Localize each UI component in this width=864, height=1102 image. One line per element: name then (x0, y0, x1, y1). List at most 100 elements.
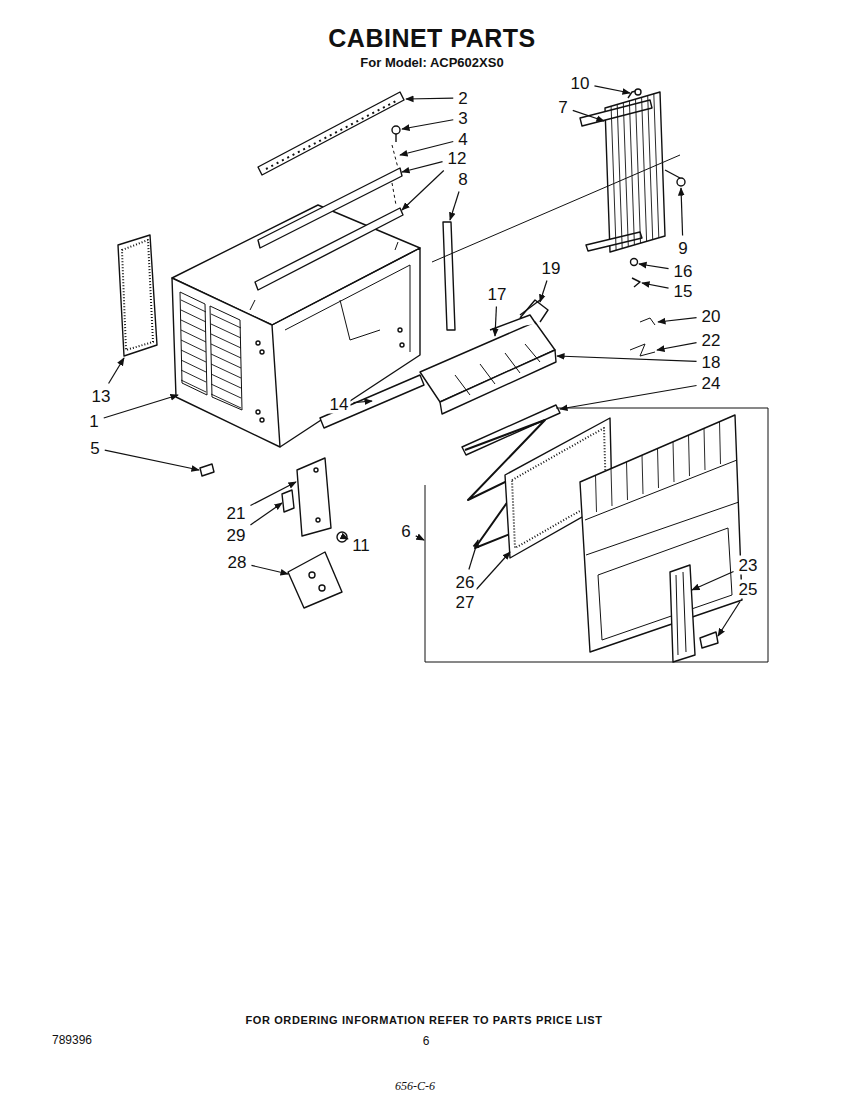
rail (255, 145, 403, 290)
line-art (255, 208, 403, 290)
leader-line (560, 385, 697, 409)
line-art (285, 265, 410, 352)
line-art (118, 235, 157, 356)
slat-line (654, 94, 659, 238)
callout-number: 1 (87, 412, 100, 431)
line-art (266, 101, 396, 169)
line-art (395, 134, 396, 142)
line-art (258, 168, 402, 248)
front-grille (580, 415, 742, 652)
line-art (309, 572, 315, 578)
slat-line (642, 97, 647, 241)
screw (200, 89, 641, 476)
callout-number: 18 (700, 353, 723, 372)
line-art (432, 155, 680, 262)
slat-line (627, 462, 628, 500)
leader-lines (104, 86, 740, 636)
leader-line (402, 120, 453, 129)
slat-line (611, 106, 616, 250)
line-art (200, 464, 214, 476)
page-title: CABINET PARTS (328, 26, 535, 51)
callout-number: 15 (672, 282, 695, 301)
line-art (288, 552, 342, 608)
leader-line (347, 538, 349, 540)
line-art (490, 300, 548, 330)
leader-line (402, 162, 443, 172)
callout-number: 13 (90, 387, 113, 406)
leader-line (109, 358, 124, 384)
line-art (700, 632, 718, 648)
callout-number: 25 (737, 580, 760, 599)
callout-number: 7 (556, 98, 569, 117)
seal-bar (462, 405, 560, 455)
slat-line (636, 99, 641, 243)
callout-number: 17 (486, 285, 509, 304)
line-art (210, 306, 242, 410)
group-bracket (425, 408, 768, 662)
line-art (677, 178, 685, 186)
callout-number: 26 (454, 573, 477, 592)
louver-line (181, 360, 206, 372)
line-art (455, 344, 540, 395)
leader-line (639, 264, 669, 269)
line-art (631, 259, 638, 266)
leader-line (718, 602, 740, 637)
louver-line (181, 380, 206, 392)
slat-line (642, 455, 643, 494)
line-art (122, 240, 153, 350)
louver-line (211, 394, 241, 408)
louver-line (181, 330, 206, 342)
callout-number: 10 (569, 74, 592, 93)
line-art (260, 350, 264, 354)
line-art (319, 585, 325, 591)
leader-line (353, 401, 372, 403)
leader-line (251, 565, 288, 574)
callout-number: 29 (225, 526, 248, 545)
leader-line (594, 86, 630, 93)
slat-line (673, 442, 674, 482)
line-art (340, 300, 380, 340)
louver-line (181, 300, 206, 312)
line-art (520, 300, 540, 315)
leader-line (495, 307, 496, 337)
slat-line (704, 428, 705, 470)
callout-number: 8 (456, 170, 469, 189)
cabinet (172, 205, 420, 447)
callout-number: 12 (446, 149, 469, 168)
louver-line (181, 350, 206, 362)
base-pan (420, 300, 655, 414)
line-art (180, 292, 207, 395)
line-art (172, 278, 280, 447)
leader-line (250, 482, 296, 506)
callout-number: 11 (350, 536, 372, 555)
leader-line (573, 110, 604, 121)
callout-number: 6 (399, 522, 412, 541)
leader-line (469, 540, 478, 570)
slat-line (720, 422, 721, 464)
callout-number: 22 (700, 331, 723, 350)
slat-line (596, 475, 597, 512)
louver-line (181, 340, 206, 352)
line-art (337, 532, 347, 542)
line-art (260, 418, 264, 422)
leader-line (402, 171, 444, 211)
leader-line (416, 536, 424, 540)
callout-number: 5 (88, 439, 101, 458)
line-art (316, 518, 320, 522)
line-art (398, 328, 402, 332)
page-code: 6 (423, 1035, 430, 1047)
louver-line (181, 320, 206, 332)
slat-line (617, 104, 622, 248)
leader-line (406, 98, 453, 100)
page-code: 789396 (52, 1034, 92, 1046)
line-art (258, 92, 404, 175)
leader-line (250, 503, 282, 525)
slat-line (611, 469, 612, 506)
leader-line (476, 552, 510, 590)
callout-number: 14 (328, 395, 351, 414)
callout-number: 2 (456, 89, 469, 108)
callout-number: 3 (456, 109, 469, 128)
footer-note: FOR ORDERING INFORMATION REFER TO PARTS … (246, 1015, 603, 1026)
leader-line (450, 192, 459, 221)
side-strip (443, 222, 455, 330)
